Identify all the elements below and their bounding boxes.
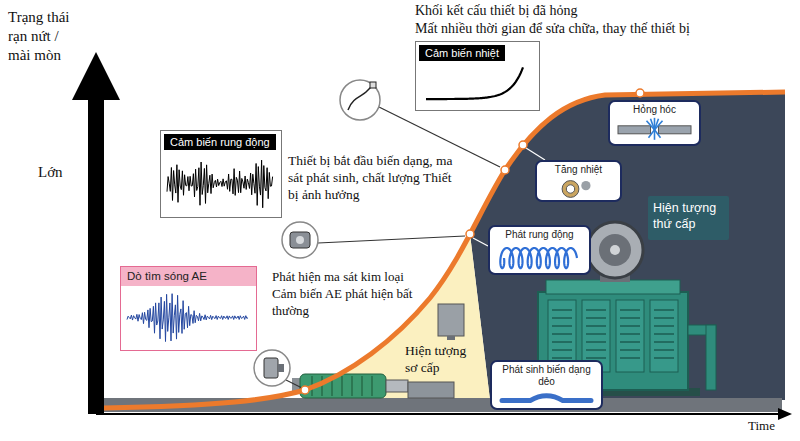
phase-label: Hiện tượng sơ cấp: [405, 342, 475, 376]
leader-line: [286, 380, 302, 388]
leak-spray: [655, 121, 663, 130]
note-text: Khối kết cấu thiết bị đã hỏng: [415, 2, 775, 19]
box-title: Cảm biến nhiệt: [419, 45, 505, 61]
fan-hub: [610, 245, 620, 255]
cooling-ribs: [552, 310, 674, 358]
label-holder: Thiết bị bắt đầu biến dạng, ma sát phát …: [288, 152, 464, 203]
manifold: [546, 280, 680, 294]
x-axis-head: [778, 408, 792, 420]
fan-housing: [587, 222, 643, 278]
pipe: [706, 325, 716, 390]
ae-sensor-panel: Dò tìm sóng AE: [120, 266, 257, 351]
curve-dot: [301, 386, 309, 394]
gearbox: [408, 382, 454, 398]
phase-box: Hiện tượng thứ cấp: [648, 196, 729, 240]
dark-zone: [470, 92, 785, 400]
leader-line: [526, 148, 545, 160]
box-title: Dò tìm sóng AE: [121, 267, 256, 286]
label-holder: Phát hiện ma sát kim loại Cảm biến AE ph…: [272, 268, 422, 319]
box-title: Phát sinh biến dạng dẻo: [492, 362, 601, 388]
coupling: [386, 380, 408, 392]
box-title: Cảm biến rung động: [164, 134, 276, 150]
bearing-ring: [562, 181, 579, 198]
pipe: [659, 126, 692, 134]
curve-dot: [636, 89, 644, 97]
leak-spray: [649, 130, 655, 138]
note-text: Mất nhiều thời gian để sửa chữa, thay th…: [415, 20, 785, 37]
cylinder: [616, 300, 644, 372]
thermal-sensor-panel: Cảm biến nhiệt: [415, 41, 540, 111]
thermal-icon: [426, 67, 523, 99]
heat-rise-box: Tăng nhiệt: [535, 160, 622, 202]
spring-icon: [500, 248, 577, 268]
failure-box: Hỏng hóc: [608, 100, 701, 146]
leak-spray: [651, 119, 655, 130]
curve-dot: [519, 141, 527, 149]
probe-tip: [370, 82, 376, 88]
heat-cloud: [581, 181, 590, 190]
label-holder: Mất nhiều thời gian để sửa chữa, thay th…: [415, 20, 785, 37]
leak-spray: [655, 130, 661, 138]
primary-zone: [300, 234, 490, 400]
callout-text: Thiết bị bắt đầu biến dạng, ma sát phát …: [288, 152, 464, 203]
label-holder: Time: [748, 418, 793, 434]
sensor-badge: [340, 80, 380, 120]
box-title: Tăng nhiệt: [537, 162, 620, 176]
ae-icon: [127, 294, 248, 342]
cylinder: [650, 300, 678, 372]
spring-coil: [500, 248, 577, 268]
sensor-badge: [282, 222, 318, 258]
degradation-curve: [104, 92, 785, 408]
box-title: Phát rung động: [490, 227, 589, 241]
vibration-icon: [167, 160, 273, 208]
pump-block: [438, 304, 464, 336]
axis-title: Trạng thái rạn nứt / mài mòn: [8, 8, 80, 65]
leader-line: [318, 236, 465, 243]
vibration-box: Phát rung động: [488, 225, 591, 275]
curve-dot: [501, 166, 509, 174]
label-holder: Hiện tượng sơ cấp: [405, 342, 475, 376]
fan-blades: [599, 234, 631, 266]
curve-dot: [466, 230, 474, 238]
temperature-trace: [426, 67, 523, 99]
sensor-face: [296, 236, 304, 244]
axis-level: Lớn: [38, 163, 78, 182]
axis-label: Time: [748, 418, 793, 434]
box-title: Hỏng hóc: [610, 102, 699, 116]
ae-sensor-icon: [254, 350, 290, 386]
vibration-sensor-panel: Cảm biến rung động: [160, 130, 282, 218]
sensor-body: [290, 232, 310, 248]
leader-line: [379, 107, 500, 167]
bar-icon: [502, 396, 591, 401]
plastic-deformation-box: Phát sinh biến dạng dẻo: [490, 360, 603, 410]
bearing-icon: [562, 181, 590, 198]
label-holder: Khối kết cấu thiết bị đã hỏng: [415, 2, 775, 19]
pump-shaft: [447, 336, 455, 340]
sensor-badge: [254, 350, 290, 386]
sensor-body: [264, 358, 278, 378]
sensor-connector: [278, 364, 284, 372]
waveform: [127, 294, 248, 342]
y-axis-arrow: [72, 52, 120, 414]
label-holder: Lớn: [38, 163, 78, 182]
bearing-bore: [566, 185, 574, 193]
thermal-sensor-icon: [340, 80, 380, 120]
box-title: Hiện tượng thứ cấp: [648, 196, 729, 236]
leak-icon: [618, 118, 691, 140]
vibration-sensor-icon: [282, 222, 318, 258]
probe-wire: [348, 86, 372, 110]
x-axis: [96, 413, 780, 415]
pipe: [618, 126, 651, 134]
bent-bar: [502, 396, 591, 401]
leader-line: [473, 238, 488, 246]
callout-text: Phát hiện ma sát kim loại Cảm biến AE ph…: [272, 268, 422, 319]
waveform: [167, 160, 273, 208]
label-holder: Trạng thái rạn nứt / mài mòn: [8, 8, 80, 65]
